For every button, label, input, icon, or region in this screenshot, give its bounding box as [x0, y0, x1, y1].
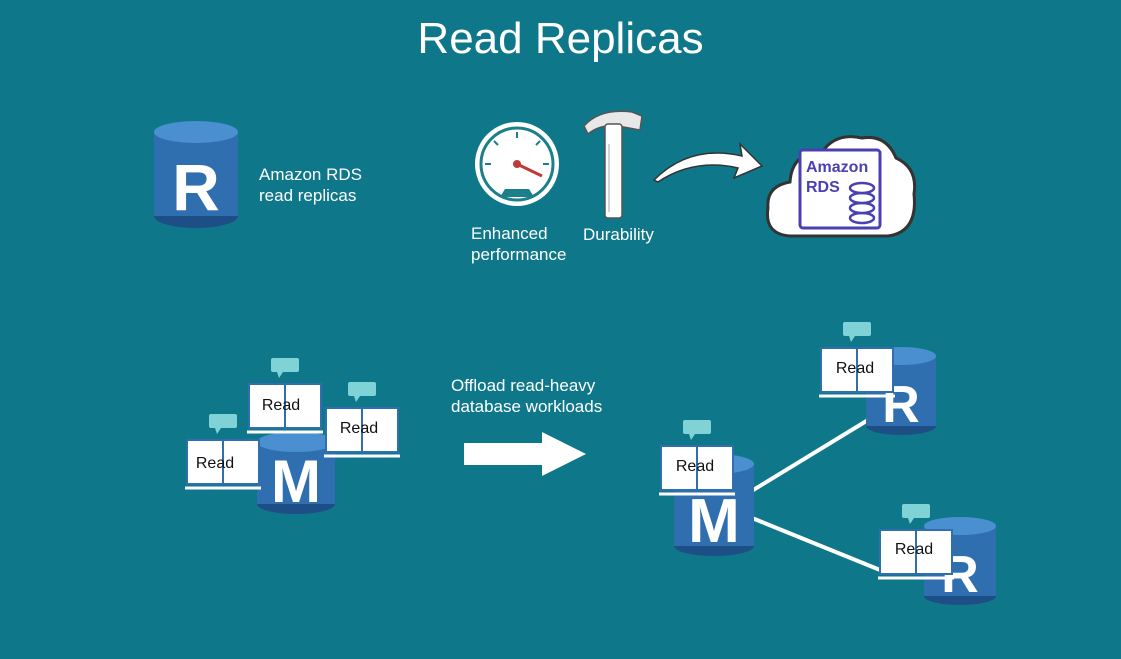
rds-replica-database-icon: R — [154, 121, 238, 228]
cloud-label-line1: Amazon — [806, 159, 868, 176]
replication-lines — [748, 418, 886, 574]
read-book-icon: Read — [324, 382, 400, 458]
read-book-icon: Read — [819, 322, 895, 398]
cloud-label-line2: RDS — [806, 179, 840, 196]
performance-label-line1: Enhanced — [471, 224, 548, 243]
database-letter: M — [688, 487, 740, 556]
master-database-icon: M — [257, 432, 335, 515]
offload-label-line2: database workloads — [451, 397, 603, 416]
legend-label: Amazon RDS read replicas — [259, 164, 362, 206]
performance-label: Enhanced performance — [471, 223, 566, 265]
speedometer-icon — [475, 122, 559, 206]
read-book-icon: Read — [185, 414, 261, 490]
legend-label-line1: Amazon RDS — [259, 165, 362, 184]
page-title: Read Replicas — [417, 14, 704, 63]
read-label: Read — [340, 420, 378, 437]
legend-label-line2: read replicas — [259, 186, 357, 205]
offload-label: Offload read-heavy database workloads — [451, 375, 602, 417]
offload-label-line1: Offload read-heavy — [451, 376, 596, 395]
read-book-icon: Read — [659, 420, 735, 496]
read-label: Read — [262, 397, 300, 414]
hammer-icon — [583, 110, 643, 219]
read-book-icon: Read — [878, 504, 954, 580]
durability-label: Durability — [583, 225, 654, 244]
read-label: Read — [895, 541, 933, 558]
curved-arrow-icon — [652, 141, 764, 183]
database-letter: R — [172, 150, 220, 224]
performance-label-line2: performance — [471, 245, 567, 264]
read-book-icon: Read — [247, 358, 323, 434]
right-arrow-icon — [464, 432, 586, 476]
database-letter: M — [271, 448, 321, 515]
read-label: Read — [836, 360, 874, 377]
read-label: Read — [196, 455, 234, 472]
amazon-rds-cloud-icon: Amazon RDS — [765, 135, 917, 238]
read-label: Read — [676, 458, 714, 475]
replica-database-icon: R — [866, 347, 936, 435]
